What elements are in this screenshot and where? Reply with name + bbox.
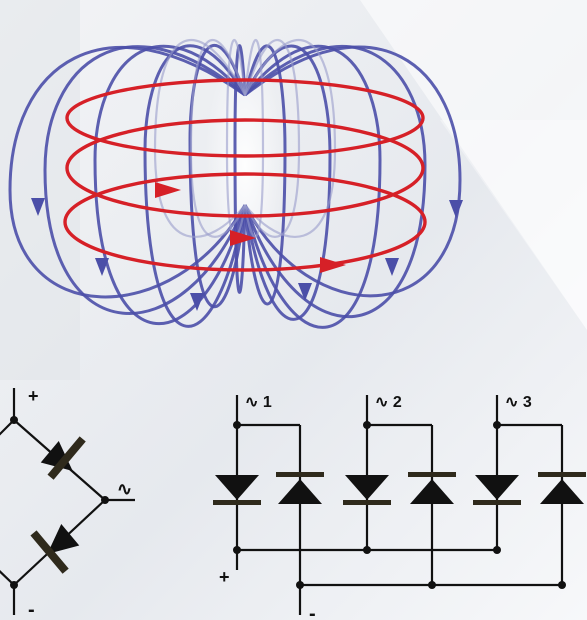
toroidal-field-illustration [8, 38, 463, 329]
circuit-node [363, 546, 371, 554]
bridge-rectifier [0, 388, 135, 615]
circuit-node [233, 421, 241, 429]
diode-up [276, 472, 324, 504]
bridge-diode-upper [40, 436, 86, 480]
circuit-node [428, 581, 436, 589]
field-line-back [243, 38, 265, 238]
three-phase-minus-label: - [309, 603, 316, 620]
current-arrow [155, 182, 181, 198]
diode-down [473, 475, 521, 505]
current-loop [65, 118, 425, 218]
phase-label: ∿ 3 [505, 394, 532, 411]
field-arrow [190, 293, 204, 311]
circuit-node [296, 581, 304, 589]
phase-label: ∿ 1 [245, 394, 272, 411]
three-phase-diodes [213, 472, 586, 505]
circuit-node [493, 546, 501, 554]
three-phase-nodes [233, 421, 566, 589]
circuit-node [363, 421, 371, 429]
diode-up [408, 472, 456, 504]
field-line-back [189, 38, 247, 238]
diode-up [538, 472, 586, 504]
diode-down [343, 475, 391, 505]
phase-label: ∿ 2 [375, 394, 402, 411]
field-line-back [243, 38, 301, 238]
circuit-node [493, 421, 501, 429]
bridge-diode-lower [30, 523, 80, 574]
field-arrow [449, 200, 463, 218]
current-arrow [320, 257, 346, 273]
three-phase-plus-label: + [219, 567, 230, 587]
bridge-node-bottom [10, 581, 18, 589]
field-arrow [95, 258, 109, 276]
field-line [243, 44, 332, 321]
rectifier-circuits: + - ∿ ∿ 1 ∿ 2 ∿ 3 + - [0, 386, 586, 620]
current-loops [63, 78, 427, 273]
field-line [43, 45, 247, 315]
field-arrow [298, 283, 312, 301]
bridge-node-ac [101, 496, 109, 504]
bridge-minus-label: - [28, 599, 35, 620]
field-line [243, 45, 462, 298]
bridge-ac-symbol: ∿ [117, 479, 132, 499]
bridge-plus-label: + [28, 386, 39, 406]
three-phase-labels: ∿ 1 ∿ 2 ∿ 3 [245, 394, 532, 411]
field-arrow [385, 258, 399, 276]
bridge-node-top [10, 416, 18, 424]
current-arrow [230, 230, 256, 246]
current-loop [63, 172, 427, 272]
diode-down [213, 475, 261, 505]
current-loop [65, 78, 425, 158]
circuit-node [233, 546, 241, 554]
circuit-node [558, 581, 566, 589]
field-line [233, 44, 247, 294]
field-arrow [31, 198, 45, 216]
